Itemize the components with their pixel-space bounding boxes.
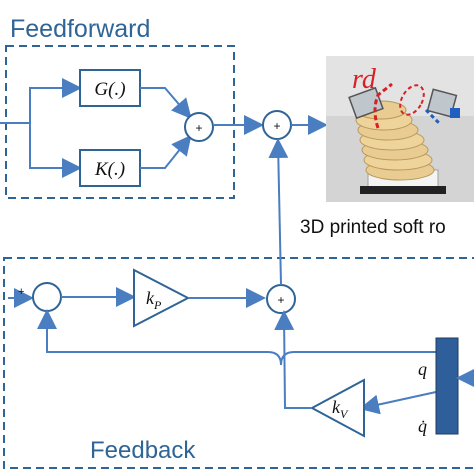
feedforward-title: Feedforward bbox=[10, 15, 150, 43]
g-block-label: G(.) bbox=[94, 79, 125, 100]
qdot-label: q̇ bbox=[418, 416, 427, 436]
branch-to-g bbox=[29, 78, 82, 123]
q-feedback-line bbox=[37, 309, 436, 366]
photo-caption: 3D printed soft ro bbox=[300, 217, 446, 238]
q-label: q bbox=[418, 359, 427, 379]
branch-to-k bbox=[29, 123, 82, 178]
fb-sum-plus: + bbox=[18, 286, 24, 298]
sum3-to-sum2 bbox=[268, 138, 289, 286]
kv-gain-block bbox=[309, 378, 365, 438]
sum1-plus: + bbox=[195, 121, 202, 135]
fb-sum-minus: - bbox=[40, 318, 44, 333]
red-radius-curve bbox=[373, 82, 393, 129]
robot-base-shadow bbox=[360, 186, 446, 194]
soft-robot-photo: rd bbox=[326, 56, 474, 202]
kv-to-sum3 bbox=[274, 310, 312, 409]
sum2-plus: + bbox=[273, 119, 280, 133]
rd-annotation: rd bbox=[352, 64, 377, 95]
sensor-output-bar bbox=[435, 337, 459, 435]
blue-marker bbox=[450, 108, 460, 118]
sum3-plus: + bbox=[277, 293, 284, 307]
kp-label: kP bbox=[146, 288, 162, 312]
feedback-frame bbox=[3, 257, 474, 469]
k-to-sum1 bbox=[140, 134, 192, 169]
g-to-sum1 bbox=[140, 87, 192, 120]
feedback-title: Feedback bbox=[90, 437, 196, 464]
qdot-to-kv bbox=[359, 391, 437, 415]
blue-annotation bbox=[424, 108, 442, 126]
kv-label: kV bbox=[332, 397, 349, 421]
sum-junction-feedback bbox=[32, 282, 62, 312]
kp-gain-block bbox=[133, 268, 191, 328]
robot-cap-right bbox=[426, 88, 458, 118]
sum-junction-feedforward bbox=[184, 112, 214, 142]
k-block-label: K(.) bbox=[94, 159, 125, 180]
red-ellipse bbox=[399, 84, 425, 116]
